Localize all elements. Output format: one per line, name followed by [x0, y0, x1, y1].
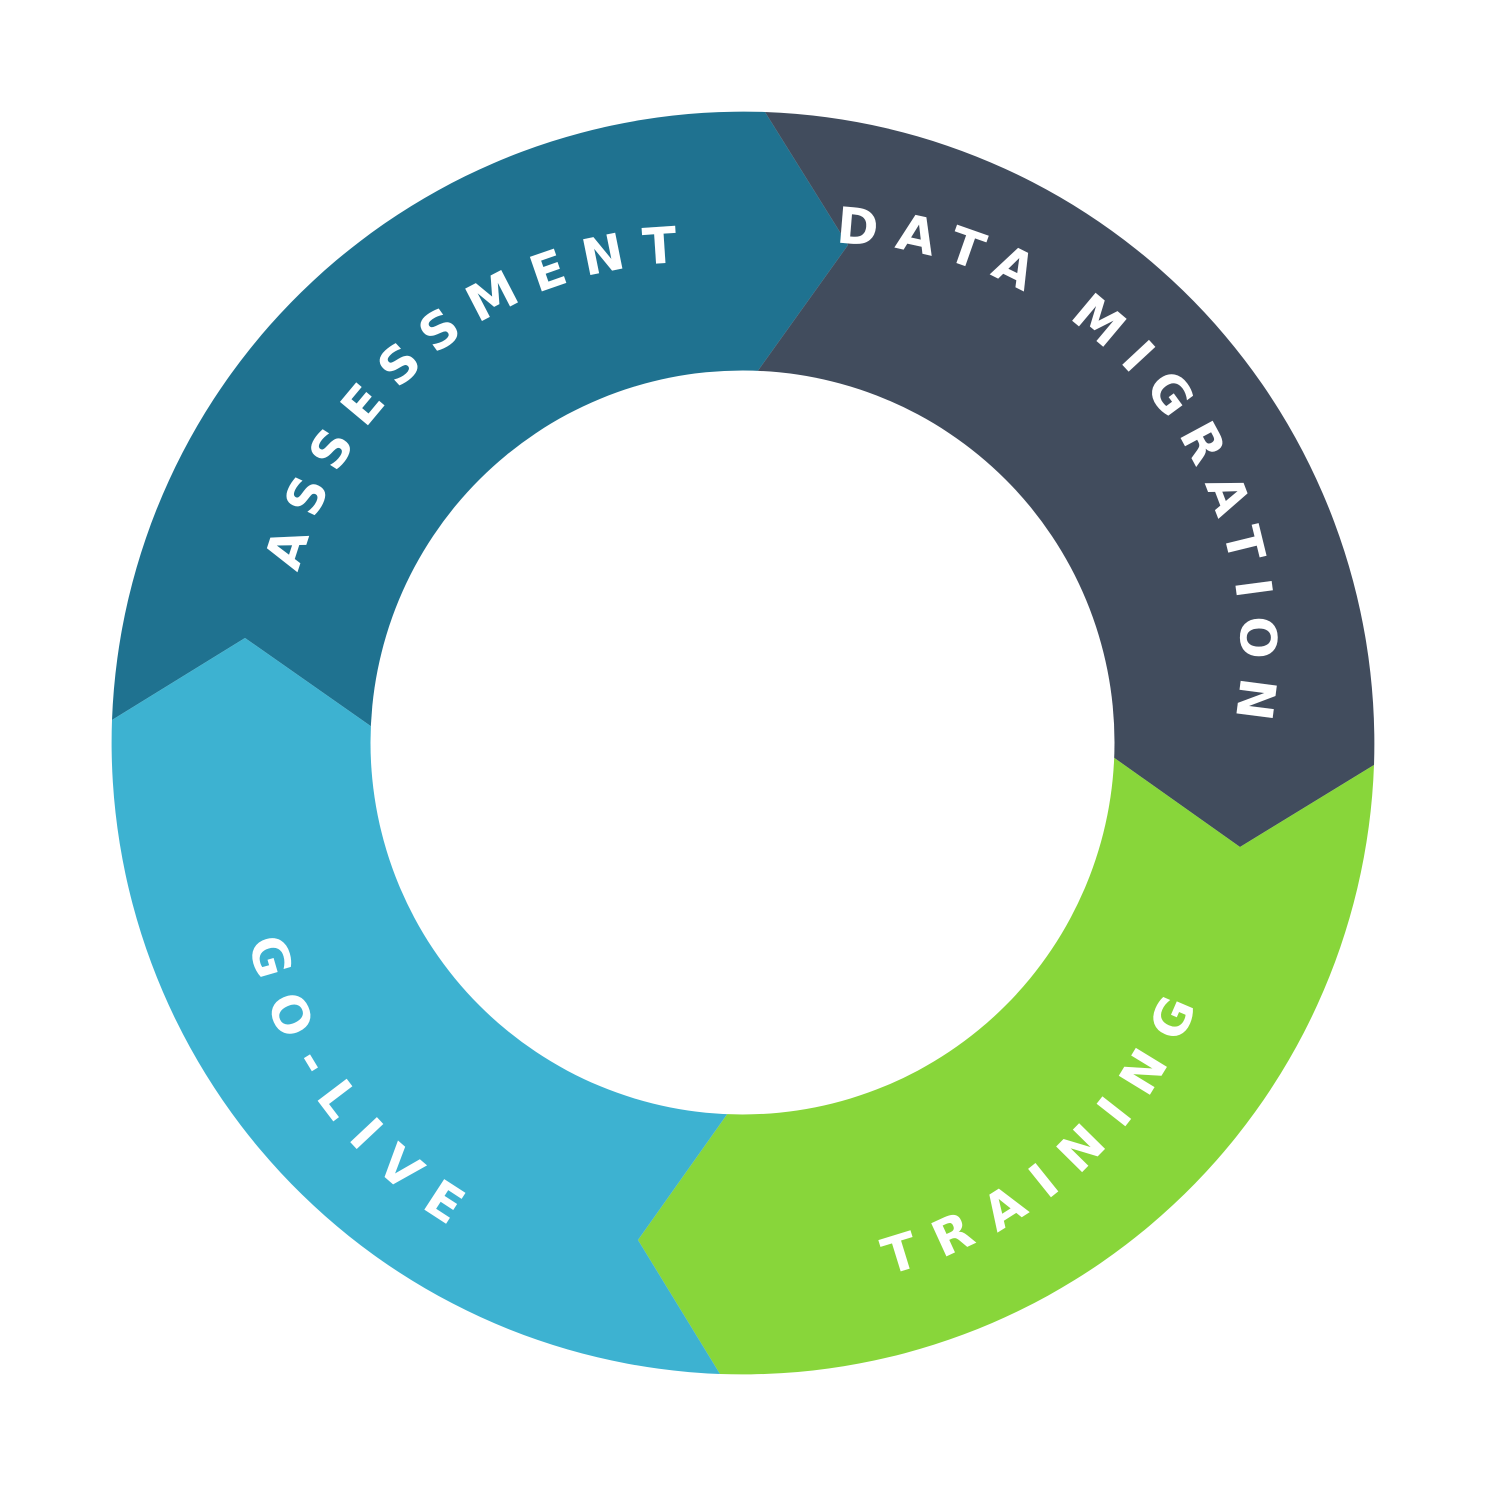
- segment-data-migration: [757, 112, 1375, 847]
- center-circle: [370, 370, 1115, 1115]
- segment-training: [638, 757, 1374, 1375]
- segment-go-live: [111, 638, 728, 1374]
- segment-assessment: [112, 111, 848, 727]
